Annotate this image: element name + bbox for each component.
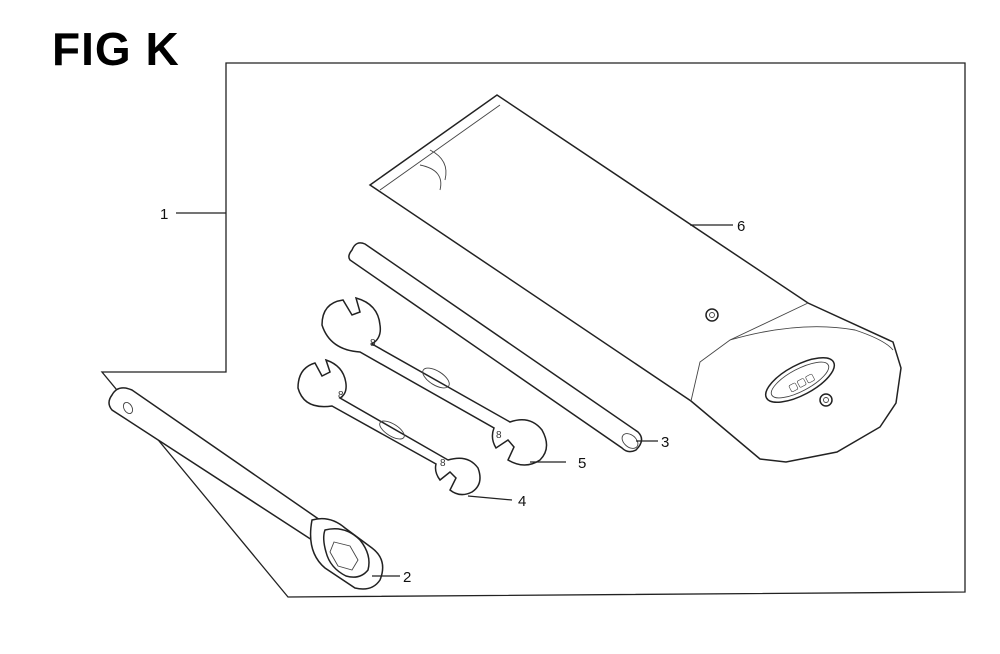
callout-1-label: 1	[160, 206, 168, 223]
svg-text:8: 8	[496, 430, 502, 441]
spark-plug-wrench	[108, 387, 384, 590]
callout-3-label: 3	[661, 434, 669, 451]
tool-bag: ▢▢▢	[368, 94, 902, 463]
figure-title: FIG K	[52, 23, 180, 75]
svg-text:8: 8	[338, 390, 344, 401]
large-open-end-wrench: 8 8	[321, 296, 548, 466]
assembly-frame	[100, 62, 966, 598]
small-open-end-wrench: 8 8	[297, 358, 481, 496]
svg-text:8: 8	[370, 338, 376, 349]
callout-4-leader	[467, 495, 513, 501]
callout-5-label: 5	[578, 455, 586, 472]
callout-4-label: 4	[518, 493, 526, 510]
svg-text:8: 8	[440, 458, 446, 469]
callout-6-label: 6	[737, 218, 745, 235]
wrench-handle-bar	[348, 242, 643, 453]
callout-2-label: 2	[403, 569, 411, 586]
